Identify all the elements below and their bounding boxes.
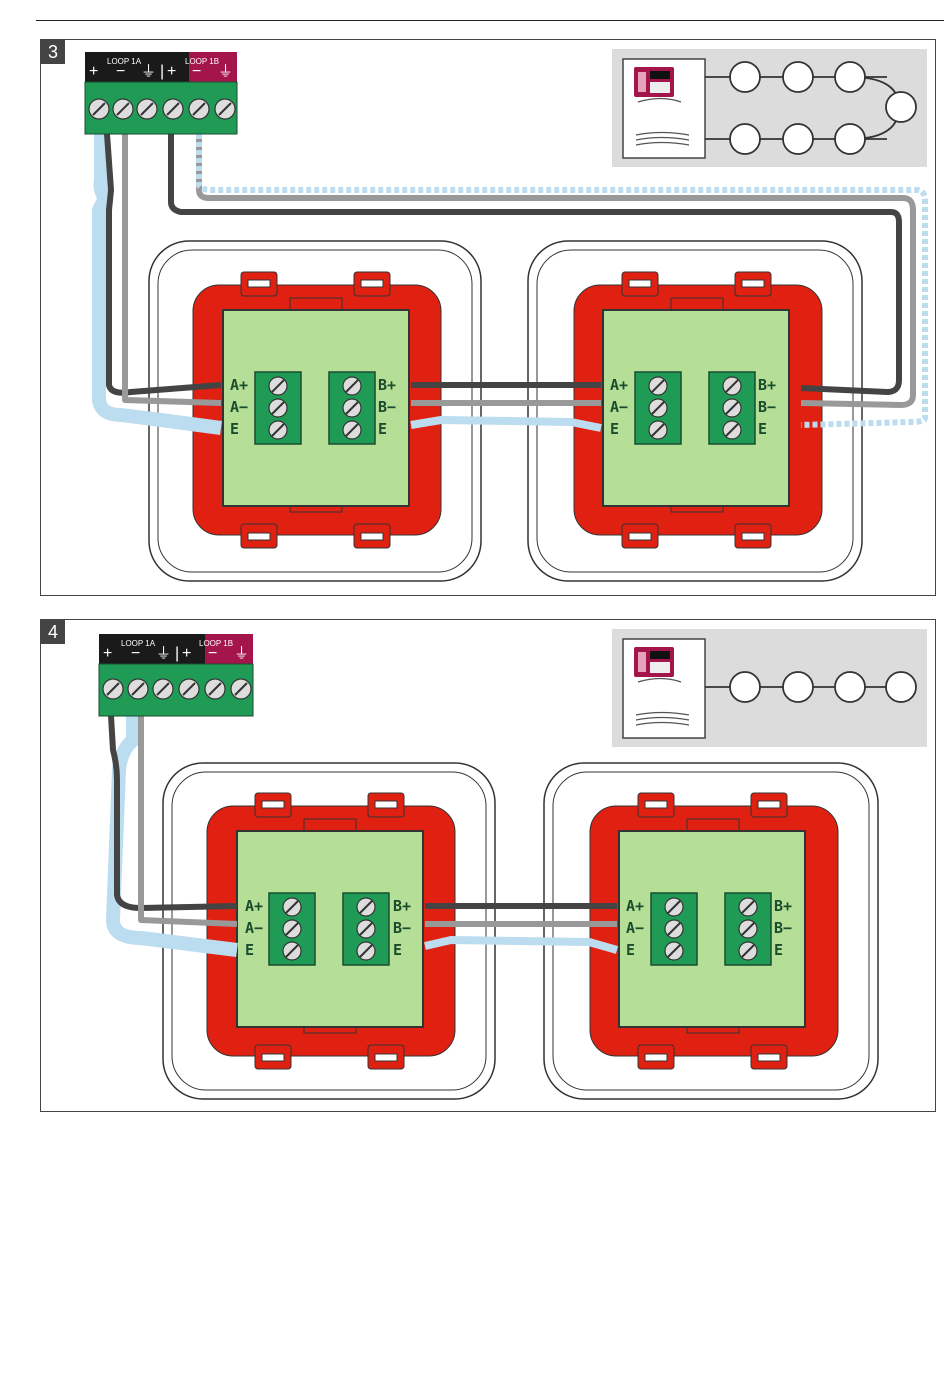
svg-text:B−: B− — [774, 919, 792, 937]
top-rule — [36, 20, 944, 21]
loop-1a-label: LOOP 1A — [107, 57, 142, 66]
terminal-block: + − ⏚ | + − ⏚ LOOP 1A LOOP 1B — [99, 634, 253, 716]
figure-3-drawing: + − ⏚ | + − ⏚ LOOP 1A LOOP 1B — [41, 40, 937, 597]
svg-text:A+: A+ — [610, 376, 628, 394]
detector-node — [835, 124, 865, 154]
svg-text:E: E — [626, 941, 635, 959]
svg-text:B−: B− — [758, 398, 776, 416]
svg-text:A−: A− — [230, 398, 248, 416]
svg-text:⏚: ⏚ — [218, 63, 233, 80]
svg-text:B−: B− — [378, 398, 396, 416]
svg-text:E: E — [610, 420, 619, 438]
terminal-block: + − ⏚ | + − ⏚ LOOP 1A LOOP 1B — [85, 52, 237, 134]
svg-text:E: E — [378, 420, 387, 438]
detector-node — [886, 672, 916, 702]
figure-4-drawing: + − ⏚ | + − ⏚ LOOP 1A LOOP 1B — [41, 620, 937, 1113]
svg-text:+: + — [167, 63, 176, 80]
module-boards — [223, 310, 789, 506]
figure-number: 3 — [41, 40, 65, 64]
line-schematic — [612, 629, 927, 747]
figure-4-panel: + − ⏚ | + − ⏚ LOOP 1A LOOP 1B — [40, 619, 936, 1112]
detector-node — [835, 62, 865, 92]
detector-node — [730, 62, 760, 92]
detector-node — [783, 672, 813, 702]
svg-text:E: E — [774, 941, 783, 959]
svg-text:A−: A− — [245, 919, 263, 937]
detector-node — [730, 672, 760, 702]
detector-node — [886, 92, 916, 122]
loop-1b-label: LOOP 1B — [185, 57, 219, 66]
svg-text:+: + — [89, 63, 98, 80]
svg-text:E: E — [393, 941, 402, 959]
svg-text:A+: A+ — [626, 897, 644, 915]
svg-text:E: E — [230, 420, 239, 438]
detector-node — [783, 62, 813, 92]
detector-node — [783, 124, 813, 154]
detector-node — [730, 124, 760, 154]
svg-text:A+: A+ — [245, 897, 263, 915]
svg-text:|: | — [160, 63, 164, 80]
svg-text:⏚: ⏚ — [234, 645, 249, 662]
svg-text:B+: B+ — [378, 376, 396, 394]
svg-text:A−: A− — [626, 919, 644, 937]
loop-1a-label: LOOP 1A — [121, 639, 156, 648]
loop-schematic — [612, 49, 927, 167]
detector-node — [835, 672, 865, 702]
svg-text:B+: B+ — [774, 897, 792, 915]
svg-text:⏚: ⏚ — [141, 63, 156, 80]
svg-text:A+: A+ — [230, 376, 248, 394]
svg-text:E: E — [245, 941, 254, 959]
svg-text:⏚: ⏚ — [156, 645, 171, 662]
svg-text:E: E — [758, 420, 767, 438]
svg-text:B+: B+ — [393, 897, 411, 915]
svg-text:B+: B+ — [758, 376, 776, 394]
svg-text:B−: B− — [393, 919, 411, 937]
figure-3-panel: + − ⏚ | + − ⏚ LOOP 1A LOOP 1B — [40, 39, 936, 596]
svg-text:+: + — [103, 645, 112, 662]
loop-1b-label: LOOP 1B — [199, 639, 233, 648]
svg-text:|: | — [175, 645, 179, 662]
svg-text:+: + — [182, 645, 191, 662]
module-boards — [237, 831, 805, 1027]
svg-text:A−: A− — [610, 398, 628, 416]
figure-number: 4 — [41, 620, 65, 644]
